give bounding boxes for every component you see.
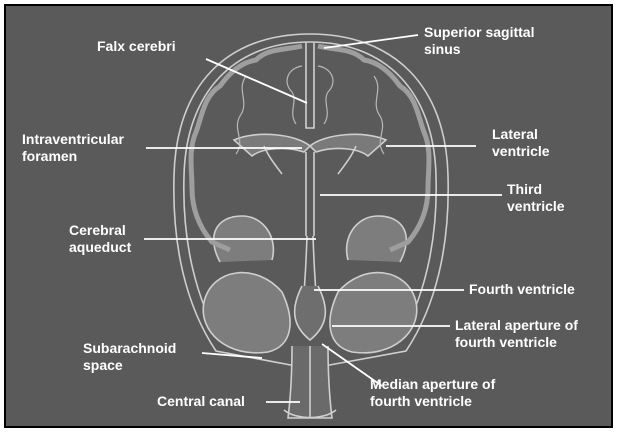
third-ventricle-shape: [306, 152, 314, 236]
diagram-panel: Superior sagittal sinus Falx cerebri Int…: [4, 4, 613, 428]
cerebellum-right: [330, 273, 417, 353]
falx-cerebri-shape: [306, 42, 314, 128]
label-central-canal: Central canal: [157, 393, 245, 410]
label-cerebral-aqueduct: Cerebral aqueduct: [69, 222, 131, 256]
label-median-aperture: Median aperture of fourth ventricle: [370, 376, 495, 410]
label-falx-cerebri: Falx cerebri: [97, 38, 176, 55]
label-intraventricular-foramen: Intraventricular foramen: [22, 131, 124, 165]
cerebellum-left: [203, 273, 290, 353]
leader-superior-sagittal-sinus: [324, 35, 418, 48]
label-superior-sagittal-sinus: Superior sagittal sinus: [424, 24, 534, 58]
label-subarachnoid-space: Subarachnoid space: [83, 340, 176, 374]
label-third-ventricle: Third ventricle: [507, 181, 565, 215]
label-lateral-ventricle: Lateral ventricle: [492, 126, 550, 160]
label-fourth-ventricle: Fourth ventricle: [469, 281, 575, 298]
label-lateral-aperture: Lateral aperture of fourth ventricle: [455, 317, 578, 351]
fourth-ventricle-shape: [295, 286, 326, 340]
lateral-ventricles-shape: [234, 134, 310, 156]
